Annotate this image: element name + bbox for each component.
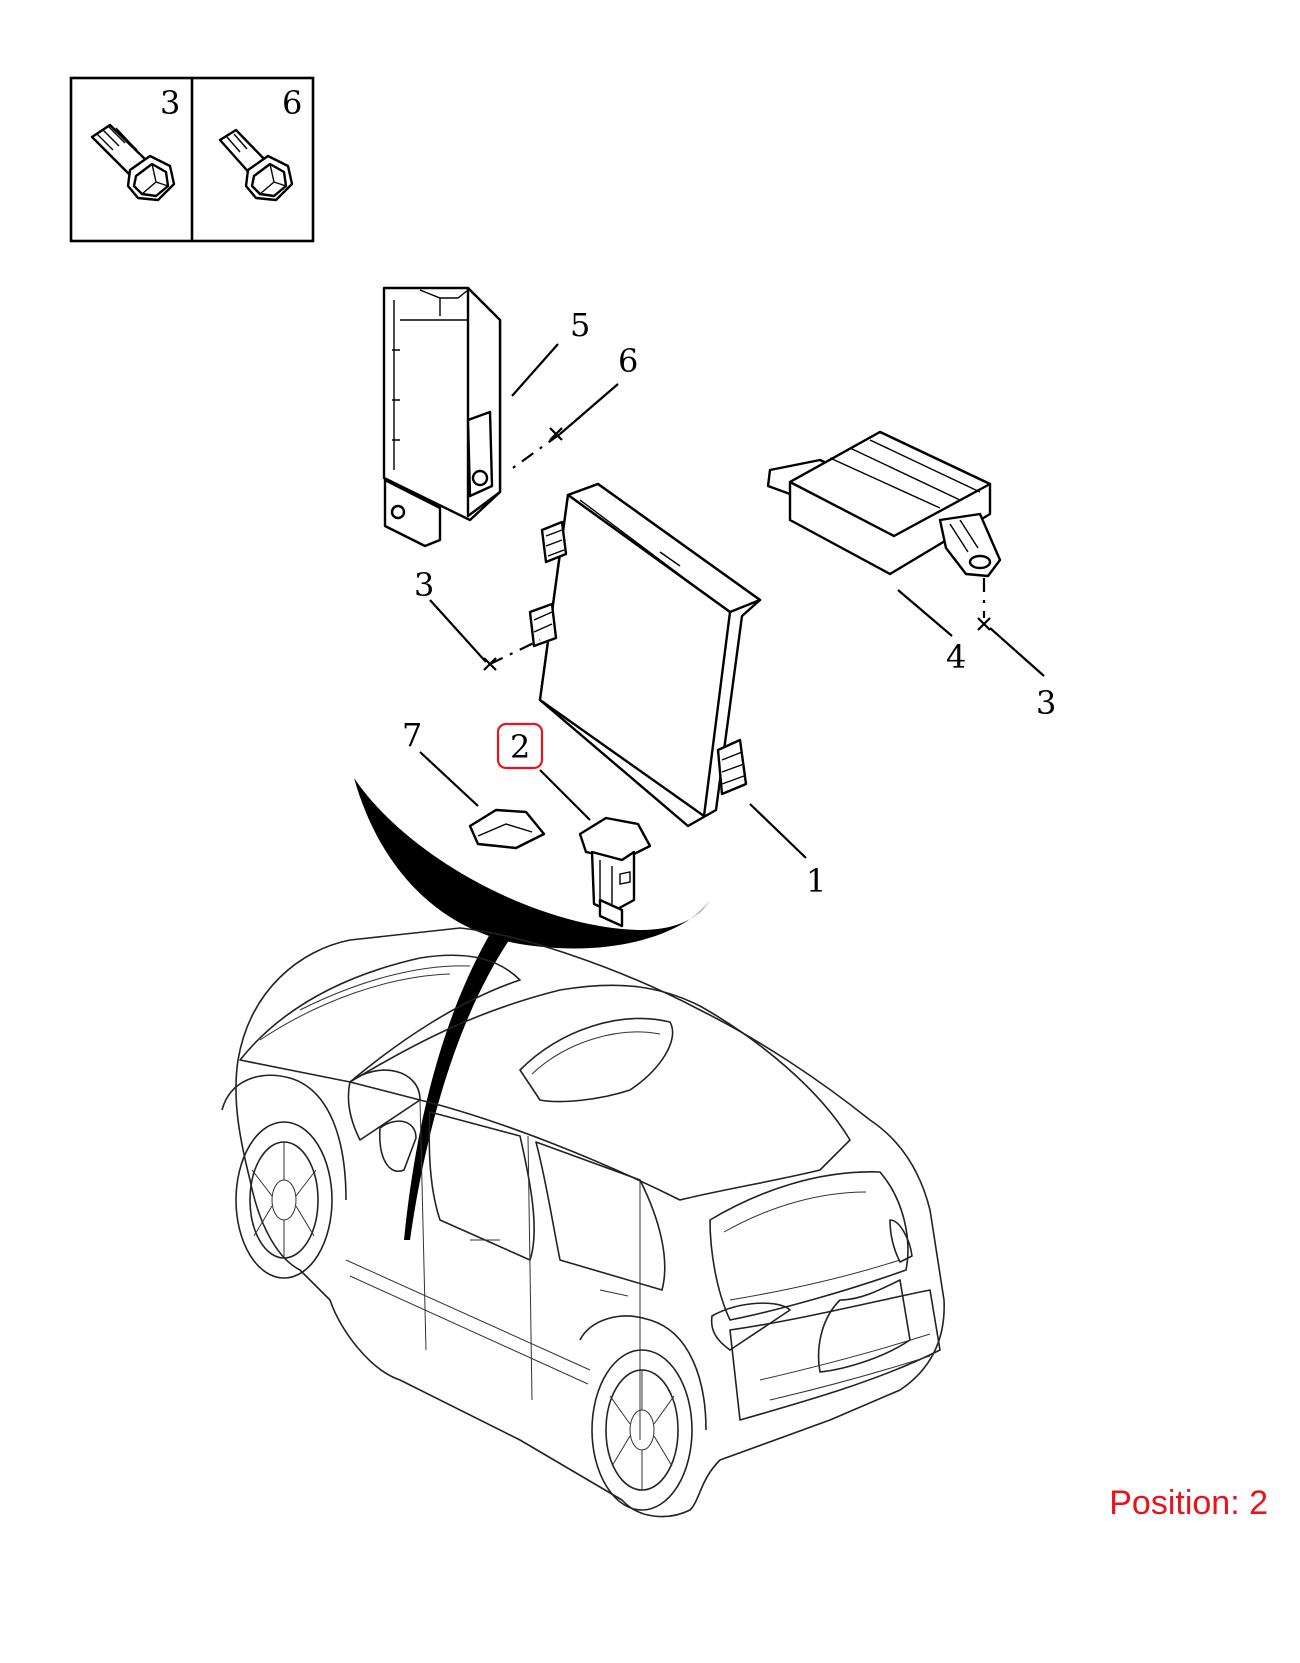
bolt-3-icon: [90, 123, 176, 202]
callout-1: 1: [806, 862, 826, 900]
callout-3-left: 3: [414, 566, 434, 604]
clip-2-illustration: [578, 816, 652, 928]
callout-2: 2: [510, 728, 530, 766]
leader-2: [539, 769, 591, 821]
legend-number-3: 3: [160, 84, 180, 122]
module-5-illustration: [382, 286, 502, 548]
callout-3-right: 3: [1036, 684, 1056, 722]
fastener-legend: 3 6: [69, 76, 315, 243]
location-indicator: [354, 778, 710, 1240]
callout-7: 7: [402, 716, 422, 754]
callout-6: 6: [618, 342, 638, 380]
leader-3-left: [429, 599, 487, 663]
leader-4: [897, 589, 953, 637]
module-4-illustration: [766, 430, 1002, 578]
leader-5: [511, 343, 559, 397]
callout-5: 5: [570, 306, 590, 344]
position-label: Position: 2: [1109, 1484, 1268, 1522]
vehicle-outline: [221, 927, 945, 1518]
callout-4: 4: [946, 638, 966, 676]
leader-6: [559, 383, 619, 435]
callout-2-highlight-box: [496, 722, 544, 770]
leader-lines: [419, 343, 1045, 859]
location-arc: [354, 778, 710, 949]
dash-6: [509, 433, 561, 471]
module-1-illustration: [528, 482, 762, 828]
clip-7-illustration: [468, 808, 546, 850]
leader-3-right: [989, 627, 1045, 677]
leader-7: [419, 751, 479, 807]
bolt-6-icon: [218, 128, 294, 202]
leader-1: [749, 803, 807, 859]
legend-number-6: 6: [282, 84, 302, 122]
dash-3-left: [489, 639, 541, 665]
